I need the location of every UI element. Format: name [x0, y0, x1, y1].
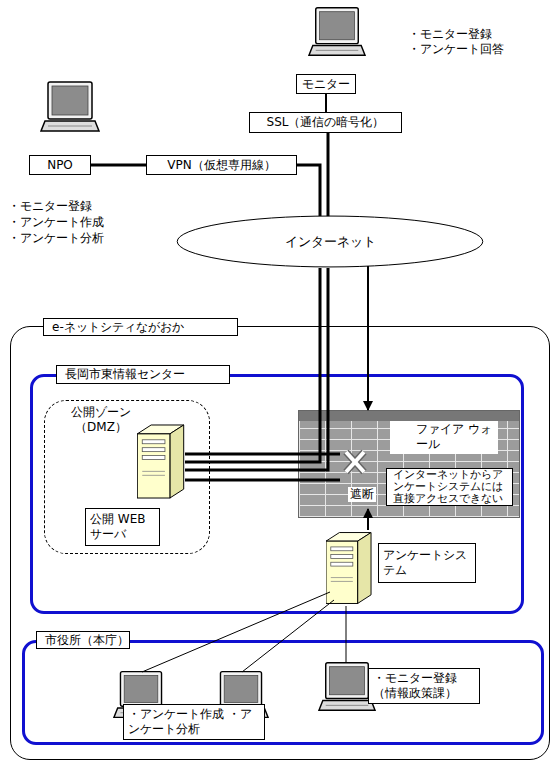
area-frame: e-ネットシティながおか長岡市東情報センター公開ゾーン （DMZ）公開 WEB … [10, 326, 550, 760]
node-text: 公開 WEB サーバ [90, 512, 155, 542]
server-icon [326, 533, 371, 604]
label-box: SSL（通信の暗号化） [249, 112, 402, 133]
site-frame: 長岡市東情報センター公開ゾーン （DMZ）公開 WEB サーバファイア ウォール… [30, 374, 524, 614]
network-link [367, 266, 369, 410]
node-text: SSL（通信の暗号化） [267, 115, 385, 130]
network-link [327, 133, 330, 216]
network-link [325, 94, 327, 112]
label-box: ・アンケート作成 ・アンケート分析 [123, 704, 265, 740]
node-text: 公開ゾーン （DMZ） [60, 405, 142, 435]
node-text: 遮断 [348, 487, 376, 502]
node-text: インターネットからアンケートシステムには直接アクセスできない [393, 469, 506, 505]
lan-wire [346, 606, 347, 662]
lan-wire [142, 592, 330, 672]
pc-icon [319, 663, 375, 710]
network-wire [185, 453, 340, 456]
zone-frame: 公開ゾーン （DMZ） 公開 WEB サーバ [44, 400, 210, 554]
heading-label: ファイア ウォール [390, 421, 498, 454]
heading-label: 市役所（本庁） [36, 631, 130, 649]
label-box: VPN（仮想専用線） [146, 155, 297, 175]
firewall-wall: ファイア ウォール遮断 インターネットからアンケートシステムには直接アクセスできな… [298, 410, 520, 518]
node-text: VPN（仮想専用線） [167, 158, 275, 173]
bullet-note: ・アンケート分析 [8, 231, 104, 246]
access-arrow [367, 509, 369, 530]
network-wire [185, 479, 340, 482]
network-wire [185, 268, 328, 470]
note-box: インターネットからアンケートシステムには直接アクセスできない [386, 468, 513, 506]
label-box: モニター [296, 74, 356, 94]
network-link [91, 164, 146, 167]
label-box: ・モニター登録 （情報政策課） [368, 668, 480, 704]
node-text: ・アンケート作成 ・アンケート分析 [128, 707, 260, 737]
label-box: アンケートシステム [378, 543, 476, 583]
bullet-note: ・アンケート作成 [8, 215, 104, 230]
network-cloud: インターネット [176, 215, 484, 268]
laptop-icon [309, 8, 365, 55]
bullet-note: ・モニター登録 [408, 27, 492, 42]
lan-wire [242, 600, 334, 672]
laptop-icon [41, 82, 99, 131]
node-text: モニター [302, 77, 350, 92]
node-text: NPO [47, 158, 73, 173]
block-mark [346, 452, 364, 472]
bullet-note: ・アンケート回答 [408, 42, 504, 57]
network-wire [185, 268, 320, 462]
node-text: アンケートシステム [383, 548, 471, 578]
server-icon [137, 425, 183, 498]
bullet-note: ・モニター登録 [8, 199, 92, 214]
site-frame: 市役所（本庁）・アンケート作成 ・アンケート分析・モニター登録 （情報政策課） [22, 640, 544, 745]
node-text: インターネット [285, 233, 376, 251]
network-link [297, 165, 320, 216]
heading-label: 長岡市東情報センター [56, 365, 230, 384]
label-box: 公開 WEB サーバ [85, 508, 160, 546]
label-box: NPO [29, 155, 91, 175]
node-text: ・モニター登録 （情報政策課） [373, 671, 475, 701]
heading-label: e-ネットシティながおか [43, 318, 238, 336]
